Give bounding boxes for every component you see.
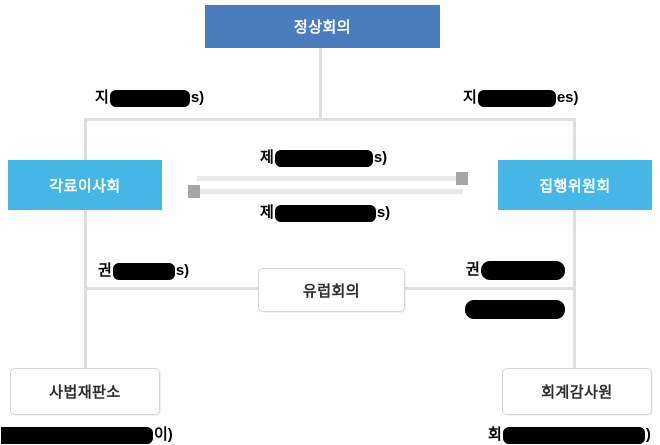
node-summit: 정상회의 xyxy=(205,5,440,48)
edge-label-left-mid: 권 s) xyxy=(98,261,189,281)
edge-label-left-mid-prefix: 권 xyxy=(98,262,112,279)
node-commission-label: 집행위원회 xyxy=(539,177,611,195)
redaction-bar xyxy=(274,149,373,167)
node-court-of-justice: 사법재판소 xyxy=(10,368,160,415)
connector-right-stub-down xyxy=(573,121,576,160)
node-court-of-auditors-label: 회계감사원 xyxy=(541,384,613,401)
edge-label-mid-lower-suffix: s) xyxy=(376,204,391,221)
edge-label-bottom-left-suffix: 이) xyxy=(154,426,173,443)
connector-left-stub-down xyxy=(84,121,87,160)
edge-label-mid-lower: 제 s) xyxy=(260,203,390,223)
arrow-right-bar xyxy=(197,176,456,181)
edge-label-mid-upper: 제 s) xyxy=(260,148,387,168)
connector-summit-vertical xyxy=(319,47,322,121)
node-commission: 집행위원회 xyxy=(498,160,652,210)
edge-label-top-left-prefix: 지 xyxy=(95,89,109,106)
edge-label-top-right-suffix: es) xyxy=(556,89,579,106)
node-parliament-label: 유럽회의 xyxy=(302,282,361,300)
redaction-bar xyxy=(477,89,556,107)
redaction-bar xyxy=(1,426,153,444)
node-parliament: 유럽회의 xyxy=(258,268,405,312)
redaction-bar xyxy=(502,426,645,444)
edge-label-right-mid-line2 xyxy=(464,299,566,319)
redaction-bar xyxy=(480,260,565,280)
edge-label-right-mid-line1-prefix: 권 xyxy=(466,261,480,278)
edge-label-top-left-suffix: s) xyxy=(190,89,205,106)
redaction-bar xyxy=(274,204,376,222)
connector-mid-horizontal-right xyxy=(405,287,574,290)
node-court-of-auditors: 회계감사원 xyxy=(502,368,652,415)
edge-label-left-mid-suffix: s) xyxy=(175,262,190,279)
arrow-left-head xyxy=(188,185,200,198)
node-council-label: 각료이사회 xyxy=(49,177,121,195)
edge-label-right-mid-line1: 권 xyxy=(466,260,566,280)
edge-label-mid-upper-suffix: s) xyxy=(373,149,388,166)
edge-label-bottom-right-prefix: 회 xyxy=(488,426,502,443)
edge-label-bottom-right-suffix: ) xyxy=(645,426,651,443)
redaction-bar xyxy=(465,299,565,319)
connector-mid-horizontal-left xyxy=(84,287,258,290)
edge-label-mid-lower-prefix: 제 xyxy=(260,204,274,221)
edge-label-mid-upper-prefix: 제 xyxy=(260,149,274,166)
connector-top-horizontal xyxy=(84,118,576,121)
node-court-of-justice-label: 사법재판소 xyxy=(49,384,121,401)
redaction-bar xyxy=(112,262,175,280)
node-summit-label: 정상회의 xyxy=(293,19,352,36)
redaction-bar xyxy=(109,89,190,107)
edge-label-top-right: 지 es) xyxy=(463,88,579,108)
arrow-left-bar xyxy=(200,189,463,194)
edge-label-top-left: 지 s) xyxy=(95,88,204,108)
edge-label-bottom-left: 이) xyxy=(0,425,173,445)
node-council: 각료이사회 xyxy=(8,160,162,210)
connector-right-vertical xyxy=(573,210,576,368)
edge-label-bottom-right: 회 ) xyxy=(488,425,651,445)
edge-label-top-right-prefix: 지 xyxy=(463,89,477,106)
arrow-right-head xyxy=(456,172,468,185)
